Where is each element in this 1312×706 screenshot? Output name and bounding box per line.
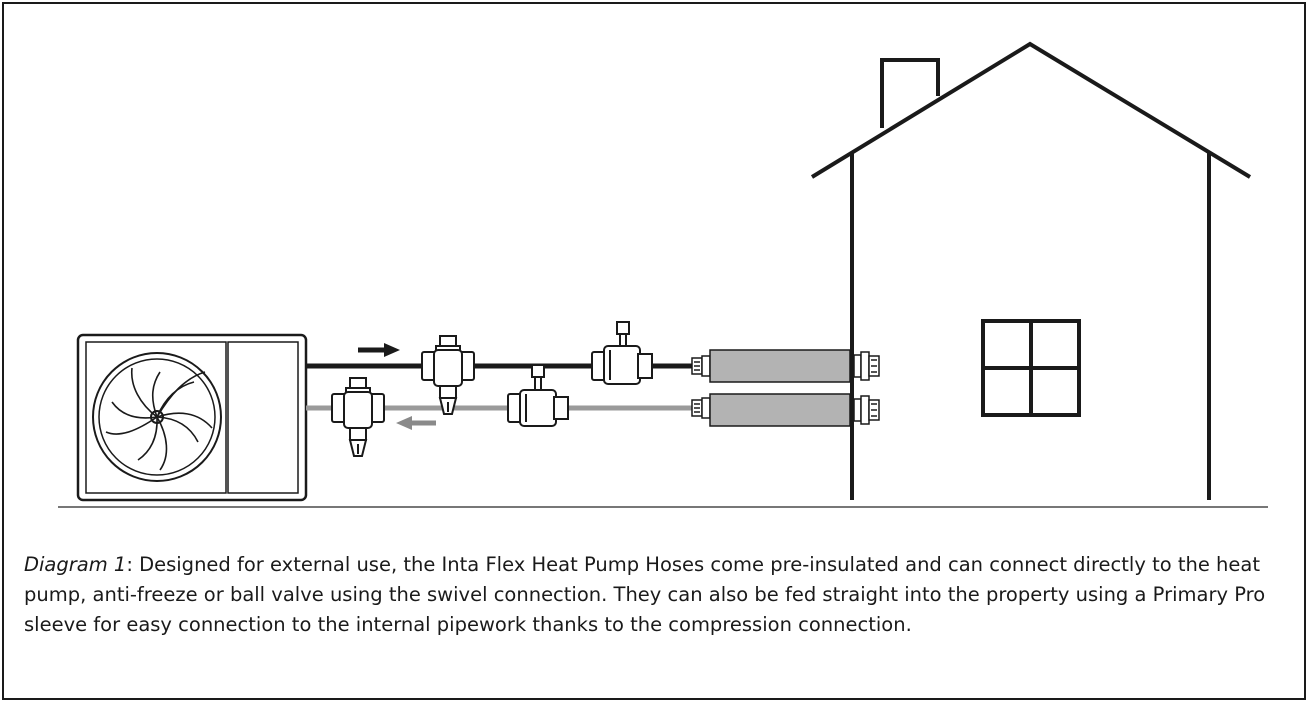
house (810, 41, 1252, 500)
ball-valve-return (507, 364, 569, 427)
caption-text: : Designed for external use, the Inta Fl… (24, 553, 1266, 636)
caption-lead: Diagram 1 (24, 553, 127, 576)
house-roof (810, 41, 1252, 179)
house-chimney (880, 58, 940, 128)
return-hose (691, 393, 880, 427)
anti-freeze-valve-return (331, 377, 385, 457)
ball-valve-flow (591, 321, 653, 385)
heat-pump-diagram (58, 41, 1268, 508)
flow-arrow-icon (358, 343, 400, 357)
return-arrow-icon (396, 416, 436, 430)
heat-pump-unit (76, 333, 308, 502)
fan-icon (92, 352, 222, 482)
diagram-caption: Diagram 1: Designed for external use, th… (24, 550, 1286, 640)
anti-freeze-valve-flow (421, 335, 475, 415)
flow-hose (691, 349, 880, 383)
